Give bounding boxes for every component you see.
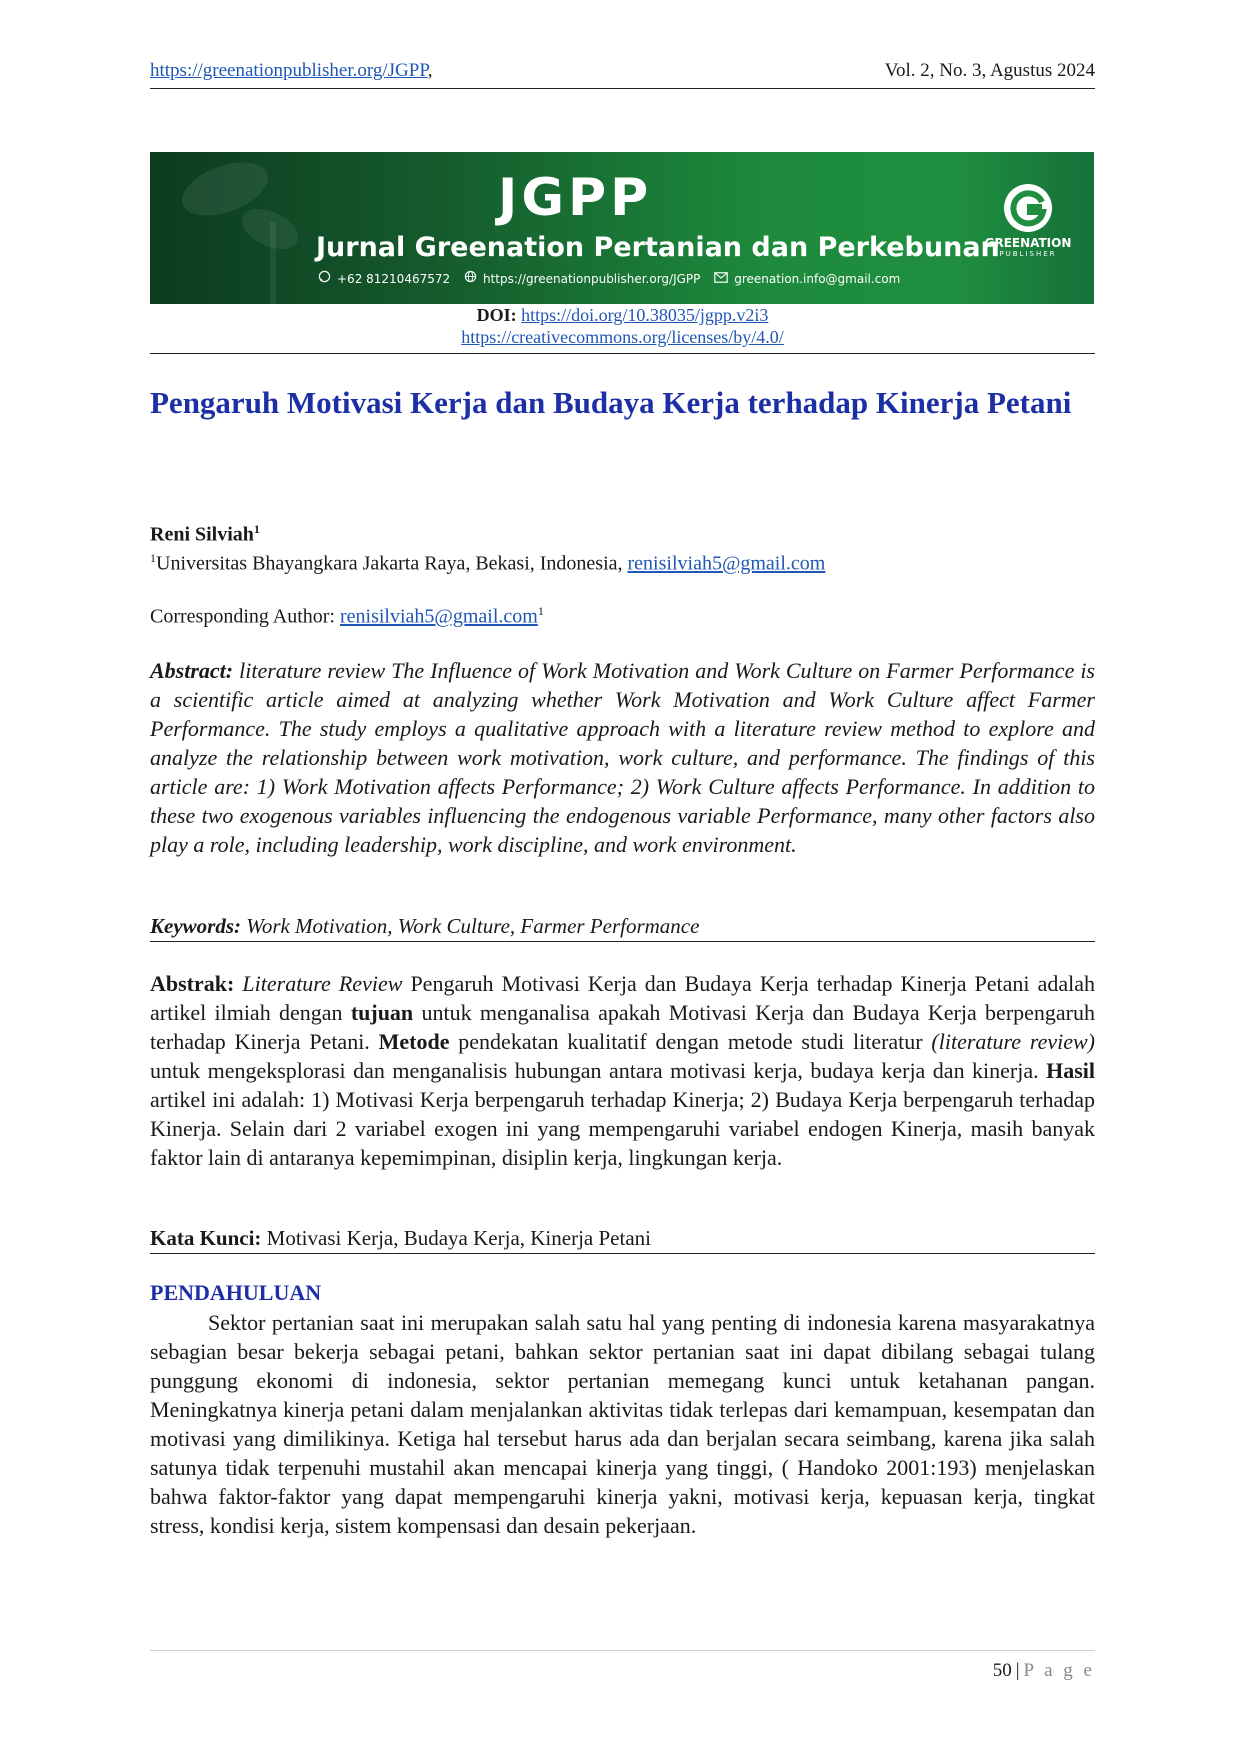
kata-kunci-label: Kata Kunci: (150, 1226, 262, 1250)
abstract-text: literature review The Influence of Work … (150, 658, 1095, 857)
banner-subtitle: Jurnal Greenation Pertanian dan Perkebun… (316, 232, 1000, 263)
abstrak-text-2: untuk menganalisa apakah Motivasi Kerja … (150, 1000, 1095, 1054)
license-line: https://creativecommons.org/licenses/by/… (150, 326, 1095, 348)
author-email-link[interactable]: renisilviah5@gmail.com (627, 552, 826, 575)
page-number: 50 (992, 1660, 1012, 1681)
greenation-logo-icon (1004, 184, 1052, 232)
section-body: Sektor pertanian saat ini merupakan sala… (150, 1310, 1095, 1538)
abstrak-lit-review-paren: (literature review) (931, 1029, 1095, 1054)
journal-url-suffix: , (427, 60, 433, 81)
section-heading: PENDAHULUAN (150, 1280, 322, 1305)
corr-sup: 1 (537, 604, 544, 618)
author-sup: 1 (253, 522, 260, 536)
doi-line: DOI: https://doi.org/10.38035/jgpp.v2i3 (150, 304, 1095, 326)
abstrak-lit-review: Literature Review (242, 971, 403, 996)
doi-link[interactable]: https://doi.org/10.38035/jgpp.v2i3 (521, 305, 769, 325)
abstrak-text-3: pendekatan kualitatif dengan metode stud… (449, 1029, 932, 1054)
kata-kunci-text: Motivasi Kerja, Budaya Kerja, Kinerja Pe… (261, 1226, 651, 1250)
abstrak-label: Abstrak: (150, 971, 235, 996)
corr-email-link[interactable]: renisilviah5@gmail.com (340, 605, 538, 628)
volume-info: Vol. 2, No. 3, Agustus 2024 (884, 60, 1095, 81)
doi-block: DOI: https://doi.org/10.38035/jgpp.v2i3 … (150, 304, 1095, 348)
banner-title: JGPP (498, 168, 653, 228)
running-header: https://greenationpublisher.org/JGPP, Vo… (150, 60, 1095, 86)
license-link[interactable]: https://creativecommons.org/licenses/by/… (461, 327, 784, 347)
keywords-text: Work Motivation, Work Culture, Farmer Pe… (241, 914, 700, 938)
banner-phone: +62 81210467572 (337, 272, 451, 286)
corr-label: Corresponding Author: (150, 605, 340, 628)
journal-url-link[interactable]: https://greenationpublisher.org/JGPP (150, 60, 428, 81)
logo-sub: PUBLISHER (999, 250, 1057, 258)
header-rule (150, 88, 1095, 89)
globe-icon (464, 270, 477, 286)
page-footer: 50|P a g e (993, 1660, 1095, 1682)
affiliation-text: Universitas Bhayangkara Jakarta Raya, Be… (156, 552, 628, 575)
corresponding-author: Corresponding Author: renisilviah5@gmail… (150, 604, 544, 629)
publisher-logo: GREENATION PUBLISHER (978, 182, 1078, 258)
abstrak-tujuan: tujuan (350, 1000, 414, 1025)
abstrak-metode: Metode (378, 1029, 450, 1054)
abstrak-hasil: Hasil (1046, 1058, 1095, 1083)
paper-title: Pengaruh Motivasi Kerja dan Budaya Kerja… (150, 385, 1072, 420)
banner-website: https://greenationpublisher.org/JGPP (482, 272, 701, 286)
whatsapp-icon (318, 270, 331, 286)
abstract-label: Abstract: (150, 658, 234, 683)
page-label: P a g e (1023, 1660, 1095, 1681)
author-name-text: Reni Silviah (150, 523, 254, 546)
keywords-label: Keywords: (150, 914, 241, 938)
abstrak-text-5: artikel ini adalah: 1) Motivasi Kerja be… (150, 1087, 1095, 1170)
mail-icon (714, 272, 729, 286)
abstrak-text-4: untuk mengeksplorasi dan menganalisis hu… (150, 1058, 1047, 1083)
abstract-english: Abstract: literature review The Influenc… (150, 656, 1095, 859)
logo-name: GREENATION (984, 236, 1072, 250)
affiliation-sup: 1 (150, 551, 156, 565)
footer-rule (150, 1650, 1095, 1651)
abstrak-text-1: Pengaruh Motivasi Kerja dan Budaya Kerja… (150, 971, 1096, 1025)
abstract-indonesian: Abstrak: Literature Review Pengaruh Moti… (150, 969, 1095, 1172)
page-separator: | (1015, 1660, 1020, 1681)
kata-kunci: Kata Kunci: Motivasi Kerja, Budaya Kerja… (150, 1224, 1095, 1253)
kata-kunci-rule (150, 1253, 1095, 1254)
keywords: Keywords: Work Motivation, Work Culture,… (150, 912, 1095, 941)
doi-label: DOI: (476, 305, 517, 325)
stem-decoration (270, 222, 276, 304)
journal-url: https://greenationpublisher.org/JGPP, (150, 60, 433, 82)
keywords-rule (150, 941, 1095, 942)
author-name: Reni Silviah1 (150, 522, 260, 547)
banner-email: greenation.info@gmail.com (734, 272, 901, 286)
doi-rule (150, 353, 1095, 354)
journal-banner: JGPP Jurnal Greenation Pertanian dan Per… (150, 152, 1094, 304)
author-affiliation: 1Universitas Bhayangkara Jakarta Raya, B… (150, 551, 825, 576)
banner-contact: +62 81210467572 https://greenationpublis… (318, 270, 910, 286)
